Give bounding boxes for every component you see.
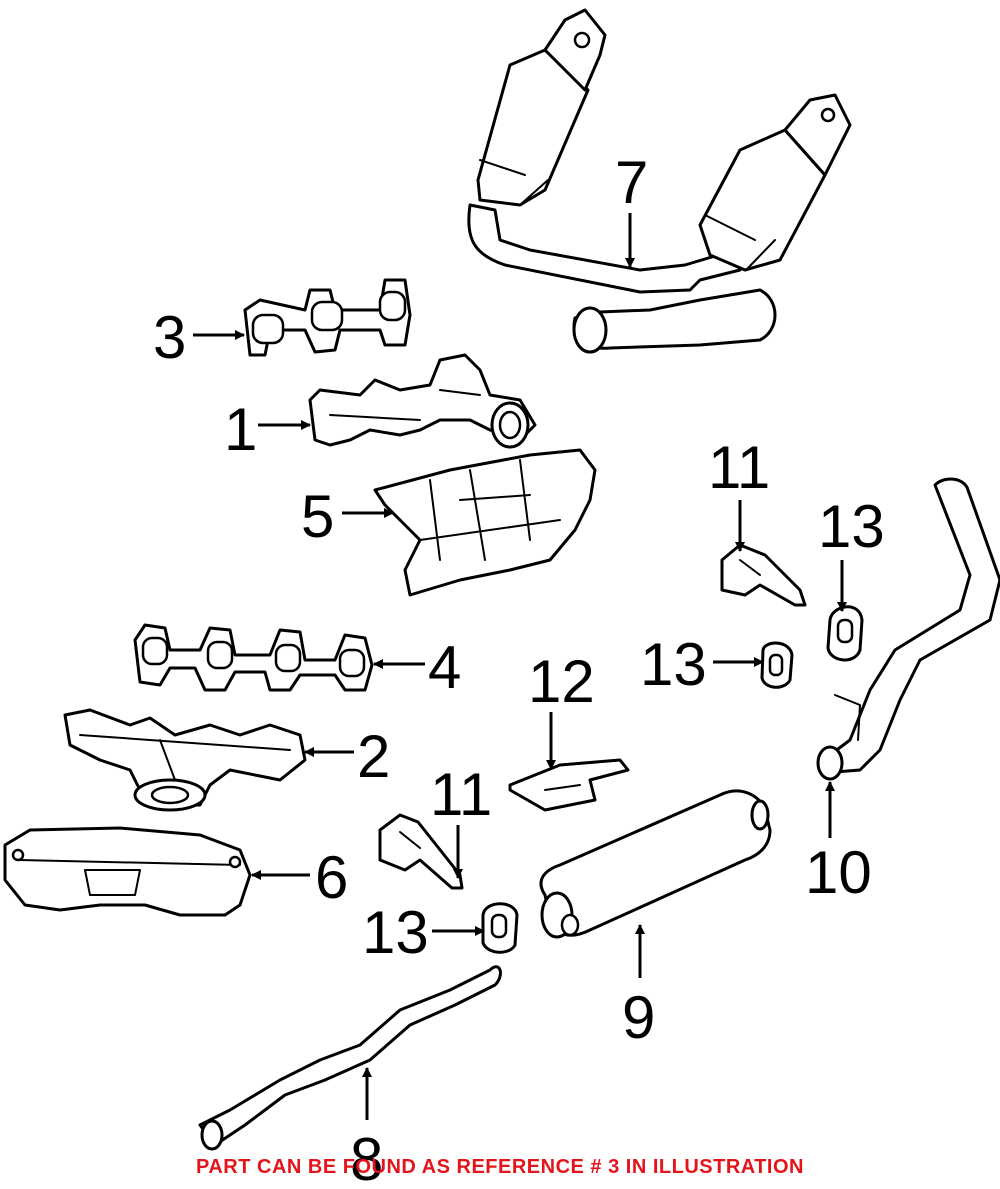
callout-9: 9 [622,984,655,1051]
part-11-hanger-bracket-upper [720,543,807,607]
callout-11-upper: 11 [708,434,770,501]
callout-5: 5 [301,483,334,550]
part-4-manifold-gasket [133,623,374,692]
part-5-heat-shield [373,448,597,597]
callout-6: 6 [315,844,348,911]
part-9-muffler [539,789,772,939]
part-13-isolator-upper [826,605,864,662]
part-8-intermediate-pipe [198,965,502,1151]
callout-13-middle: 13 [640,631,707,698]
callout-11-lower: 11 [430,761,492,828]
part-6-heat-shield [3,826,252,917]
callout-3: 3 [153,304,186,371]
part-11-hanger-bracket-lower [378,813,464,890]
reference-note: PART CAN BE FOUND AS REFERENCE # 3 IN IL… [196,1156,804,1178]
part-1-exhaust-manifold [308,353,537,449]
callout-labels: 3 1 5 7 4 2 6 11 13 13 12 11 13 9 10 8 [153,149,885,1189]
callout-12: 12 [528,648,595,715]
callout-8: 8 [350,1126,383,1189]
callout-13-lower: 13 [362,899,429,966]
part-13-isolator-lower [481,902,519,954]
part-12-hanger-bracket [508,758,630,812]
callout-2: 2 [357,723,390,790]
part-2-exhaust-manifold [63,708,307,812]
callout-13-upper: 13 [818,493,885,560]
callout-4: 4 [428,634,461,701]
callout-10: 10 [805,839,872,906]
part-3-manifold-gasket [243,278,412,357]
part-10-tailpipe [816,477,1000,781]
part-13-isolator-middle [760,641,794,689]
callout-7: 7 [615,149,648,216]
part-7-converter-y-pipe [467,8,852,354]
leader-arrows [193,213,847,1120]
callout-1: 1 [224,396,257,463]
